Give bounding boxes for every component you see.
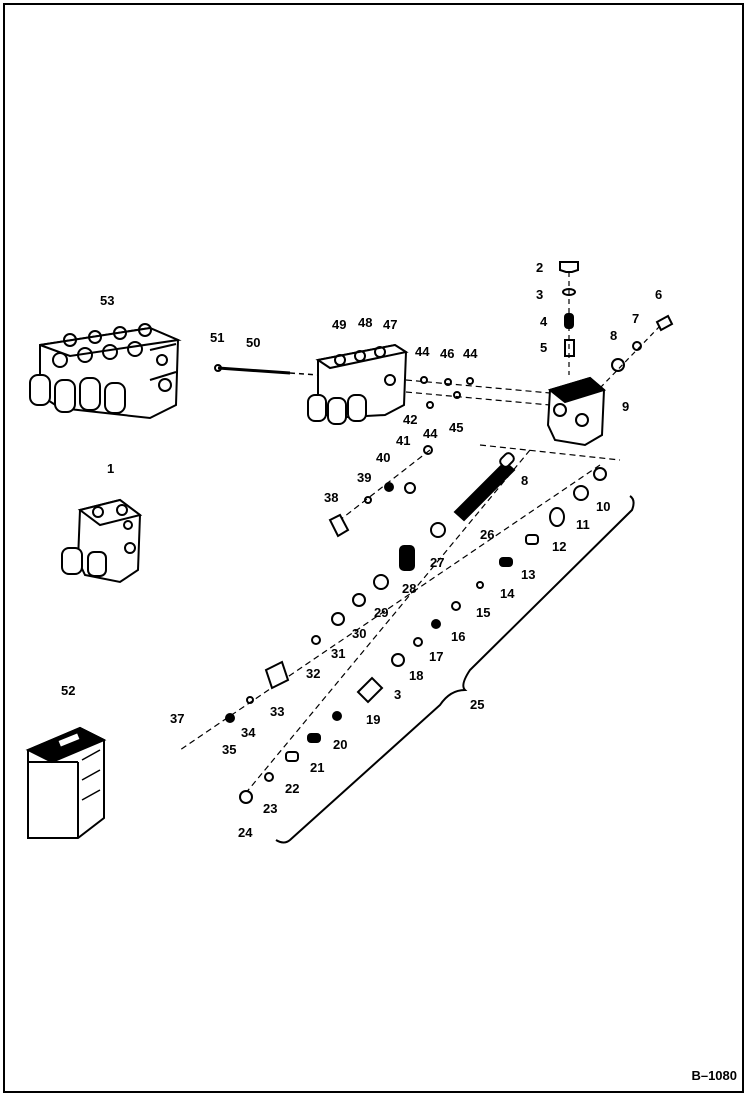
single-section-valve-1 xyxy=(61,498,143,584)
page-border xyxy=(3,3,744,1093)
callout-30: 30 xyxy=(352,626,367,641)
callout-45: 45 xyxy=(449,420,464,435)
callout-3b: 3 xyxy=(394,687,402,702)
callout-16: 16 xyxy=(451,629,466,644)
valve-assembly-53 xyxy=(29,323,182,420)
relief-stack-2-5 xyxy=(559,261,579,375)
callout-48: 48 xyxy=(358,315,373,330)
bracket-25 xyxy=(275,495,635,844)
seal-kit-box-52 xyxy=(25,726,107,839)
callout-21: 21 xyxy=(310,760,325,775)
callout-46: 46 xyxy=(440,346,455,361)
callout-44c: 44 xyxy=(423,426,438,441)
callout-39: 39 xyxy=(357,470,372,485)
callout-52: 52 xyxy=(61,683,76,698)
callout-40: 40 xyxy=(376,450,391,465)
callout-7: 7 xyxy=(632,311,640,326)
callout-4: 4 xyxy=(540,314,548,329)
callout-25: 25 xyxy=(470,697,485,712)
callout-10: 10 xyxy=(596,499,611,514)
callout-2: 2 xyxy=(536,260,544,275)
callout-34: 34 xyxy=(241,725,256,740)
callout-29: 29 xyxy=(374,605,389,620)
callout-49: 49 xyxy=(332,317,347,332)
callout-19: 19 xyxy=(366,712,381,727)
tie-rod-50 xyxy=(214,364,319,376)
callout-31: 31 xyxy=(331,646,346,661)
callout-17: 17 xyxy=(429,649,444,664)
callout-42: 42 xyxy=(403,412,418,427)
callout-6: 6 xyxy=(655,287,663,302)
callout-24: 24 xyxy=(238,825,253,840)
figure-reference: B–1080 xyxy=(691,1068,737,1083)
callout-44: 44 xyxy=(415,344,430,359)
callout-22: 22 xyxy=(285,781,300,796)
callout-37: 37 xyxy=(170,711,185,726)
callout-53: 53 xyxy=(100,293,115,308)
seals-44-46 xyxy=(405,376,551,409)
callout-9: 9 xyxy=(622,399,630,414)
callout-50: 50 xyxy=(246,335,261,350)
callout-20: 20 xyxy=(333,737,348,752)
callout-41: 41 xyxy=(396,433,411,448)
callout-26: 26 xyxy=(480,527,495,542)
callout-35: 35 xyxy=(222,742,237,757)
spool-small-parts xyxy=(225,445,607,804)
callout-38: 38 xyxy=(324,490,339,505)
callout-44b: 44 xyxy=(463,346,478,361)
callout-23: 23 xyxy=(263,801,278,816)
callout-8: 8 xyxy=(610,328,618,343)
callout-28: 28 xyxy=(402,581,417,596)
callout-13: 13 xyxy=(521,567,536,582)
callout-1: 1 xyxy=(107,461,115,476)
callout-15: 15 xyxy=(476,605,491,620)
callout-32: 32 xyxy=(306,666,321,681)
callout-51: 51 xyxy=(210,330,225,345)
callout-47: 47 xyxy=(383,317,398,332)
callout-33: 33 xyxy=(270,704,285,719)
callout-12: 12 xyxy=(552,539,567,554)
valve-sections-47-49 xyxy=(307,343,409,425)
spool-axis xyxy=(179,444,621,801)
callout-18: 18 xyxy=(409,668,424,683)
callout-27: 27 xyxy=(430,555,445,570)
plug-parts-6-8 xyxy=(599,314,674,389)
callout-5: 5 xyxy=(540,340,548,355)
callout-3: 3 xyxy=(536,287,544,302)
callout-8b: 8 xyxy=(521,473,529,488)
callout-14: 14 xyxy=(500,586,515,601)
callout-11: 11 xyxy=(576,517,590,532)
end-section-9 xyxy=(546,376,607,447)
spool-26 xyxy=(453,452,516,522)
